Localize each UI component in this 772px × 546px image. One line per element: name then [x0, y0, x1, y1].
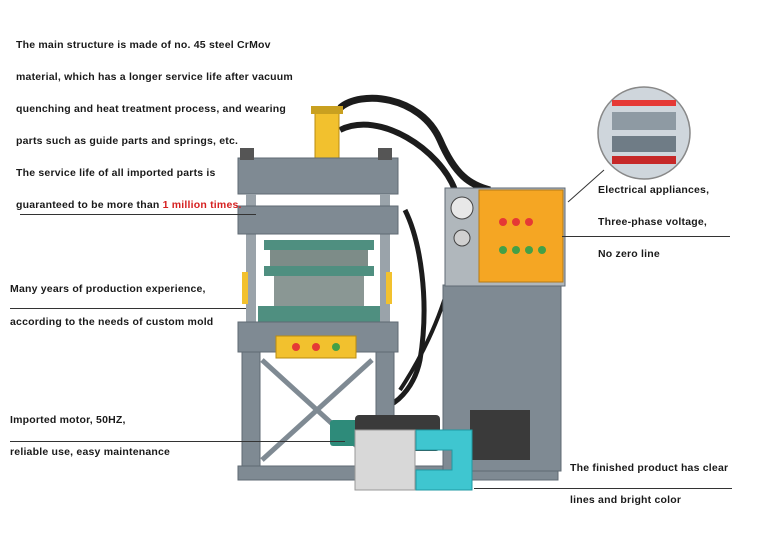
product-cyan — [415, 429, 473, 491]
experience-text-2: according to the needs of custom mold — [10, 316, 214, 328]
hydraulic-hose — [337, 94, 491, 194]
control-panel-door — [478, 189, 564, 283]
motor-text-2: reliable use, easy maintenance — [10, 446, 171, 458]
mold-plate — [264, 266, 374, 276]
experience-text-1: Many years of production experience, — [10, 283, 206, 295]
inset-contactors — [612, 136, 676, 152]
button-red-icon — [292, 343, 300, 351]
structure-text-4: parts such as guide parts and springs, e… — [16, 135, 239, 147]
column-nut — [378, 148, 392, 160]
product-text-1: The finished product has clear — [570, 462, 729, 474]
mold-plate — [264, 240, 374, 250]
structure-text-3: quenching and heat treatment process, an… — [16, 103, 287, 115]
structure-highlight: 1 million times. — [162, 199, 242, 211]
callout-line — [10, 441, 345, 442]
mold-body — [274, 276, 364, 306]
oil-pump — [470, 410, 530, 460]
pressure-gauge-icon — [450, 196, 474, 220]
motor-text-1: Imported motor, 50HZ, — [10, 414, 126, 426]
structure-text-5: The service life of all imported parts i… — [16, 167, 216, 179]
indicator-red-icon — [525, 218, 533, 226]
guide-column — [246, 194, 256, 334]
indicator-green-icon — [499, 246, 507, 254]
indicator-red-icon — [499, 218, 507, 226]
structure-text-6: guaranteed to be more than 1 million tim… — [16, 199, 242, 211]
inset-breakers — [612, 112, 676, 130]
electrical-text-1: Electrical appliances, — [598, 184, 710, 196]
inset-pointer — [567, 169, 605, 203]
hydraulic-hose — [338, 121, 458, 192]
light-curtain — [242, 272, 248, 304]
indicator-green-icon — [538, 246, 546, 254]
button-green-icon — [332, 343, 340, 351]
inset-wiring — [612, 100, 676, 106]
moving-plate — [237, 205, 399, 235]
product-text-2: lines and bright color — [570, 494, 682, 506]
callout-line — [10, 308, 246, 309]
cylinder-cap — [311, 106, 343, 114]
electrical-text-2: Three-phase voltage, — [598, 216, 708, 228]
frame-leg — [241, 351, 261, 473]
indicator-green-icon — [512, 246, 520, 254]
structure-text-1: The main structure is made of no. 45 ste… — [16, 39, 271, 51]
mold-base — [258, 306, 380, 324]
valve-knob-icon — [453, 229, 471, 247]
guide-column — [380, 194, 390, 334]
structure-text-2: material, which has a longer service lif… — [16, 71, 293, 83]
mold-body — [270, 250, 368, 266]
light-curtain — [386, 272, 392, 304]
motor-end — [330, 420, 358, 446]
column-nut — [240, 148, 254, 160]
callout-line — [474, 488, 732, 489]
inset-wiring — [612, 156, 676, 164]
hydraulic-hose — [388, 208, 427, 408]
indicator-green-icon — [525, 246, 533, 254]
top-crossbeam — [237, 157, 399, 195]
callout-line — [20, 214, 256, 215]
structure-text-6-prefix: guaranteed to be more than — [16, 199, 160, 211]
callout-line — [562, 236, 730, 237]
product-gray — [354, 429, 416, 491]
indicator-red-icon — [512, 218, 520, 226]
electrical-text-3: No zero line — [598, 248, 660, 260]
cross-brace — [260, 358, 374, 462]
button-red-icon — [312, 343, 320, 351]
